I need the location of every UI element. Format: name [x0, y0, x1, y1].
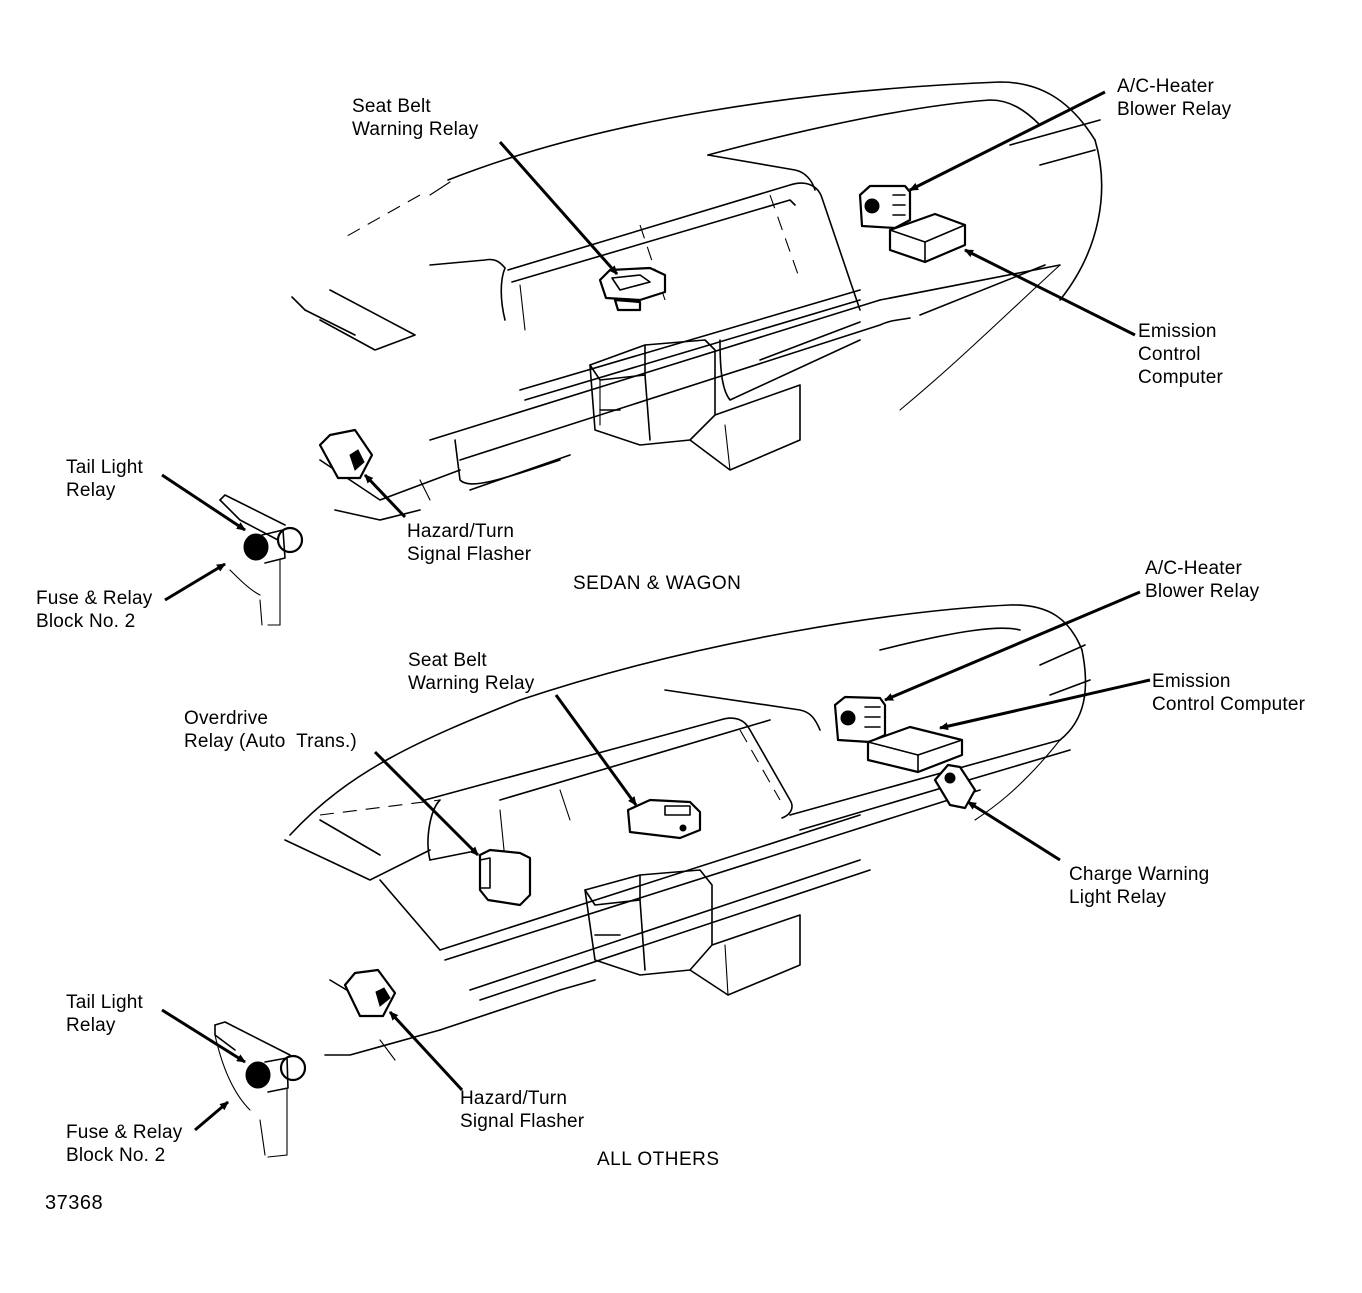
emission-control-computer-part: [888, 212, 967, 264]
ac-heater-blower-relay-part: [833, 695, 887, 744]
label-ac-heater-blower-relay: A/C-Heater Blower Relay: [1145, 557, 1259, 603]
label-overdrive-relay: Overdrive Relay (Auto Trans.): [184, 707, 357, 753]
leader-arrows-top: [161, 90, 1136, 602]
label-ac-heater-blower-relay: A/C-Heater Blower Relay: [1117, 75, 1231, 121]
label-line: Block No. 2: [36, 611, 136, 632]
label-fuse-relay-block: Fuse & Relay Block No. 2: [66, 1121, 182, 1167]
figure-id: 37368: [45, 1192, 104, 1214]
tail-light-relay-part: [219, 494, 304, 626]
hazard-flasher-part: [343, 968, 397, 1018]
label-line: A/C-Heater: [1117, 76, 1215, 97]
label-line: Block No. 2: [66, 1145, 166, 1166]
label-fuse-relay-block: Fuse & Relay Block No. 2: [36, 587, 152, 633]
label-line: Signal Flasher: [460, 1111, 585, 1132]
label-hazard-turn-signal-flasher: Hazard/Turn Signal Flasher: [460, 1087, 584, 1133]
label-line: Relay: [66, 480, 116, 501]
label-line: Computer: [1138, 367, 1224, 388]
overdrive-relay-part: [478, 848, 532, 907]
label-line: Blower Relay: [1145, 581, 1260, 602]
label-line: Warning Relay: [408, 673, 535, 694]
label-line: Fuse & Relay: [36, 588, 153, 609]
dashboard-all-others: [214, 604, 1091, 1158]
label-emission-control-computer: Emission Control Computer: [1138, 320, 1223, 389]
label-seat-belt-warning-relay: Seat Belt Warning Relay: [408, 649, 535, 695]
label-line: Seat Belt: [408, 650, 487, 671]
caption-all-others: ALL OTHERS: [597, 1149, 720, 1170]
label-line: Relay: [66, 1015, 116, 1036]
label-tail-light-relay: Tail Light Relay: [66, 456, 143, 502]
label-line: Emission: [1138, 321, 1217, 342]
caption-sedan-wagon: SEDAN & WAGON: [573, 573, 742, 594]
label-hazard-turn-signal-flasher: Hazard/Turn Signal Flasher: [407, 520, 531, 566]
label-tail-light-relay: Tail Light Relay: [66, 991, 143, 1037]
label-seat-belt-warning-relay: Seat Belt Warning Relay: [352, 95, 479, 141]
seat-belt-warning-relay-part: [626, 798, 702, 840]
label-emission-control-computer: Emission Control Computer: [1152, 670, 1305, 716]
label-line: Charge Warning: [1069, 864, 1210, 885]
hazard-flasher-part: [318, 428, 374, 480]
label-line: Hazard/Turn: [407, 521, 515, 542]
label-line: Hazard/Turn: [460, 1088, 568, 1109]
dashboard-sedan-wagon: [219, 81, 1103, 626]
charge-warning-light-relay-part: [933, 763, 977, 810]
label-line: Overdrive: [184, 708, 269, 729]
seat-belt-warning-relay-part: [598, 266, 667, 312]
label-line: Seat Belt: [352, 96, 431, 117]
emission-control-computer-part: [866, 725, 964, 774]
ac-heater-blower-relay-part: [858, 184, 912, 230]
label-line: Tail Light: [66, 457, 143, 478]
label-line: Tail Light: [66, 992, 143, 1013]
label-line: Blower Relay: [1117, 99, 1232, 120]
label-line: Fuse & Relay: [66, 1122, 183, 1143]
label-line: Signal Flasher: [407, 544, 532, 565]
label-line: A/C-Heater: [1145, 558, 1243, 579]
label-line: Light Relay: [1069, 887, 1167, 908]
label-charge-warning-light-relay: Charge Warning Light Relay: [1069, 863, 1209, 909]
label-line: Relay (Auto Trans.): [184, 731, 357, 752]
label-line: Control Computer: [1152, 694, 1306, 715]
label-line: Control: [1138, 344, 1201, 365]
label-line: Emission: [1152, 671, 1231, 692]
label-line: Warning Relay: [352, 119, 479, 140]
leader-arrows-bottom: [161, 590, 1151, 1132]
tail-light-relay-part: [214, 1021, 307, 1158]
